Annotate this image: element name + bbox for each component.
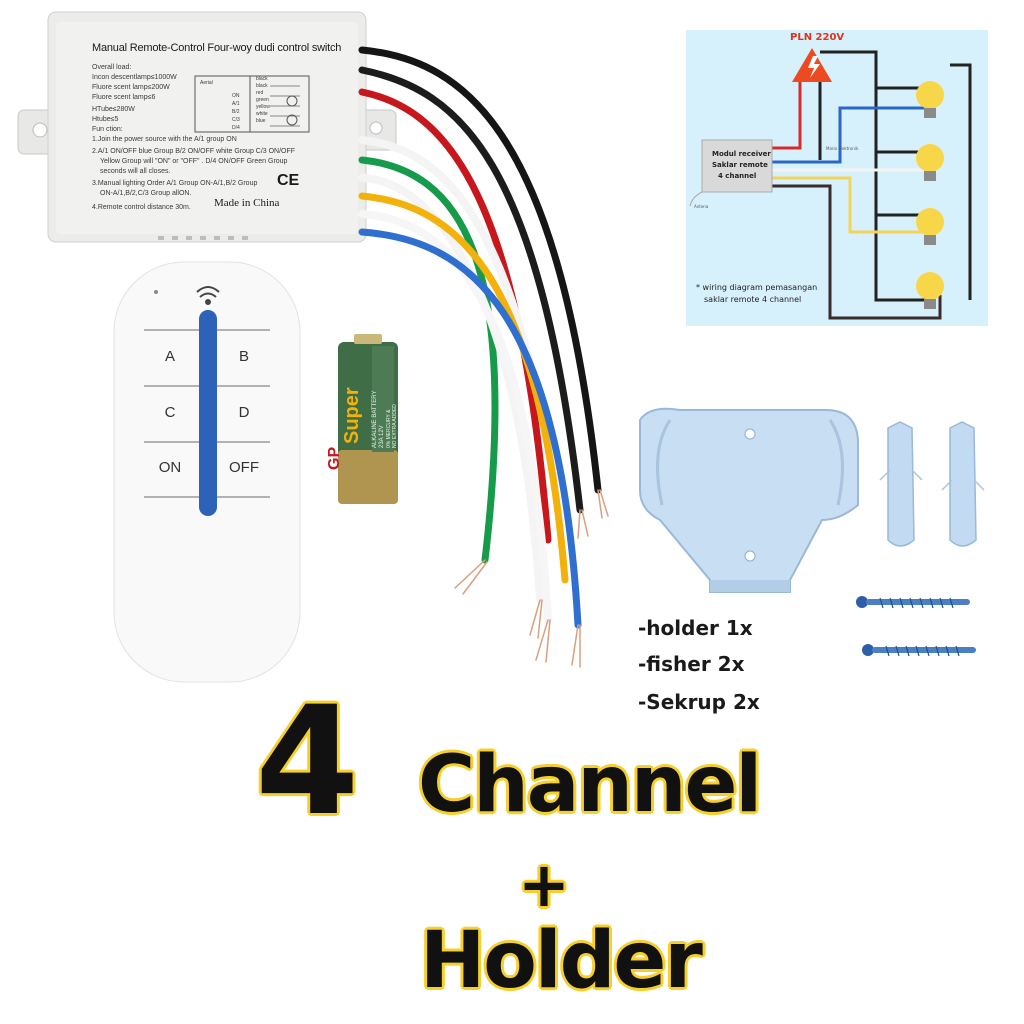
terminal-label: Aerial bbox=[200, 80, 213, 86]
remote-center-strip bbox=[199, 310, 217, 516]
receiver-spec-line: 1.Join the power source with the A/1 gro… bbox=[92, 136, 237, 143]
remote-button-on[interactable]: ON bbox=[158, 459, 182, 476]
receiver-spec-line: Htube≤5 bbox=[92, 116, 119, 123]
battery-brand: GP bbox=[326, 446, 343, 470]
battery-name: Super bbox=[341, 387, 363, 444]
terminal-label: B/2 bbox=[232, 109, 240, 115]
wire-label: white bbox=[256, 111, 268, 117]
diagram-caption: saklar remote 4 channel bbox=[704, 295, 802, 304]
bulb-icon bbox=[916, 81, 944, 309]
receiver-spec-line: Incon descentlamp≤1000W bbox=[92, 74, 177, 81]
headline-plus: + bbox=[518, 848, 570, 921]
receiver-wiring-box bbox=[194, 75, 310, 133]
diagram-caption: * wiring diagram pemasangan bbox=[696, 283, 818, 292]
receiver-spec-line: Overall load: bbox=[92, 64, 132, 71]
receiver-wires bbox=[358, 46, 609, 668]
battery-spec-line: NO EXTRA ADDED bbox=[392, 404, 398, 448]
power-label: PLN 220V bbox=[790, 32, 845, 43]
remote-control bbox=[113, 261, 301, 683]
item-holder: -holder 1x bbox=[638, 616, 753, 640]
terminal-label: ON bbox=[232, 93, 240, 99]
wire-blue bbox=[358, 228, 582, 629]
battery bbox=[338, 334, 398, 504]
wiring-diagram bbox=[686, 30, 988, 326]
battery-spec-line: 23A 12V bbox=[379, 425, 385, 448]
receiver-spec-line: HTube≤280W bbox=[92, 106, 135, 113]
headline-holder: Holder bbox=[420, 916, 703, 1006]
wire-yellow bbox=[358, 192, 569, 584]
ce-mark: CE bbox=[277, 172, 300, 189]
receiver-spec-line: Fun ction: bbox=[92, 126, 123, 133]
receiver-spec-line: 2.A/1 ON/OFF blue Group B/2 ON/OFF white… bbox=[92, 148, 296, 155]
diagram-module-line: Saklar remote bbox=[712, 161, 768, 169]
receiver-spec-line: Fluore scent lamp≤6 bbox=[92, 94, 156, 101]
terminal-label: A/1 bbox=[232, 101, 240, 107]
diagram-module-line: 4 channel bbox=[718, 172, 757, 180]
receiver-spec-line: Yellow Group will "ON" or "OFF" . D/4 ON… bbox=[100, 158, 288, 165]
wire-label: black bbox=[256, 76, 268, 82]
item-sekrup: -Sekrup 2x bbox=[638, 690, 760, 714]
item-fisher: -fisher 2x bbox=[638, 652, 745, 676]
wall-plugs bbox=[879, 421, 985, 547]
battery-spec-line: ALKALINE BATTERY bbox=[372, 390, 378, 448]
wireless-icon bbox=[196, 286, 220, 305]
remote-button-b[interactable]: B bbox=[238, 348, 249, 365]
wire-label: yellow bbox=[256, 104, 270, 110]
diagram-module-line: Modul receiver bbox=[712, 150, 771, 158]
diagram-module-box bbox=[701, 139, 773, 193]
wire-white-3 bbox=[358, 210, 552, 624]
headline-channel: Channel bbox=[418, 740, 762, 830]
wall-holder bbox=[639, 407, 859, 593]
diagram-brand: Mario elektronik bbox=[826, 146, 859, 151]
receiver-spec-line: ON-A/1,B/2,C/3 Group allON. bbox=[100, 190, 192, 197]
wire-black-1 bbox=[358, 46, 602, 494]
remote-button-off[interactable]: OFF bbox=[229, 459, 259, 476]
warning-icon bbox=[792, 48, 832, 82]
receiver-spec-line: seconds will all closes. bbox=[100, 168, 171, 175]
wire-label: red bbox=[256, 90, 264, 96]
terminal-label: C/3 bbox=[232, 117, 240, 123]
receiver-vents bbox=[158, 236, 248, 240]
antenna-label: Antena bbox=[694, 204, 709, 209]
wire-black-2 bbox=[358, 66, 584, 514]
wire-red bbox=[358, 88, 552, 544]
made-in-label: Made in China bbox=[214, 197, 280, 209]
headline-number: 4 bbox=[255, 675, 359, 849]
remote-button-c[interactable]: C bbox=[164, 404, 176, 421]
receiver-module bbox=[17, 11, 397, 243]
wire-label: green bbox=[256, 97, 269, 103]
terminal-label: D/4 bbox=[232, 125, 240, 131]
receiver-spec-line: 3.Manual lighting Order A/1 Group ON-A/1… bbox=[92, 180, 258, 187]
wire-label: blue bbox=[256, 118, 266, 124]
receiver-spec-line: Fluore scent lamp≤200W bbox=[92, 84, 170, 91]
receiver-spec-line: 4.Remote control distance 30m. bbox=[92, 204, 191, 211]
wire-label: black bbox=[256, 83, 268, 89]
screws bbox=[856, 596, 976, 657]
remote-button-d[interactable]: D bbox=[238, 404, 250, 421]
receiver-title: Manual Remote-Control Four-woy dudi cont… bbox=[92, 42, 342, 54]
remote-button-a[interactable]: A bbox=[164, 348, 175, 365]
